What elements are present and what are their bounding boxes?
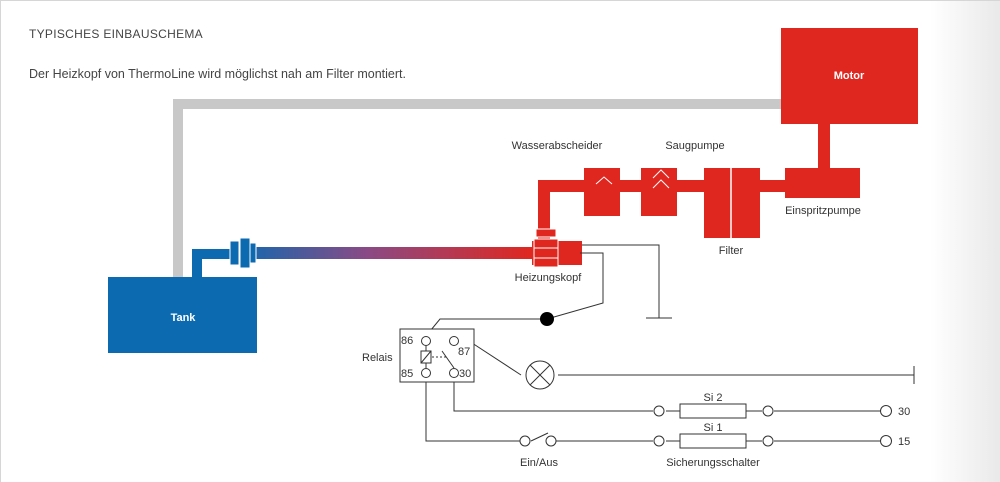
electrical-wiring: [425, 244, 915, 442]
relay-pin-86: 86: [401, 335, 413, 347]
fuse-si1-label: Si 1: [704, 422, 723, 434]
wasserabscheider: [584, 168, 620, 216]
terminal-15-label: 15: [898, 436, 910, 448]
einspritzpumpe: [785, 168, 860, 198]
tank-supply-pipe: [192, 249, 232, 280]
return-line: [173, 99, 785, 279]
relay-label: Relais: [362, 352, 393, 364]
background-fade: [930, 0, 1000, 482]
switch-label: Ein/Aus: [520, 457, 558, 469]
filter-label: Filter: [719, 245, 744, 257]
fuse-si1: [679, 433, 747, 449]
terminal-30-label: 30: [898, 406, 910, 418]
fuse-si2-label: Si 2: [704, 392, 723, 404]
wasserabscheider-label: Wasserabscheider: [512, 140, 603, 152]
saugpumpe: [641, 168, 677, 216]
tank: [108, 277, 257, 353]
component-details: [595, 168, 732, 238]
fuel-line: [232, 247, 532, 259]
relay-pin-87: 87: [458, 346, 470, 358]
heizungskopf: [533, 228, 559, 268]
motor: [781, 28, 918, 124]
terminals: [519, 405, 892, 447]
fuse-si2: [679, 403, 747, 419]
saugpumpe-label: Saugpumpe: [665, 140, 724, 152]
junction-node: [540, 312, 554, 326]
pipe-fitting: [229, 237, 257, 269]
sicherungsschalter-label: Sicherungsschalter: [666, 457, 760, 469]
tank-label: Tank: [171, 312, 197, 324]
relay-pin-85: 85: [401, 368, 413, 380]
relay-pin-30: 30: [459, 368, 471, 380]
indicator-lamp: [525, 360, 555, 390]
relay: [399, 328, 475, 383]
filter: [704, 168, 760, 238]
einspritzpumpe-label: Einspritzpumpe: [785, 205, 861, 217]
motor-label: Motor: [834, 70, 865, 82]
heizungskopf-label: Heizungskopf: [515, 272, 583, 284]
page-heading: TYPISCHES EINBAUSCHEMA: [29, 27, 203, 41]
page-subtitle: Der Heizkopf von ThermoLine wird möglich…: [29, 67, 406, 81]
